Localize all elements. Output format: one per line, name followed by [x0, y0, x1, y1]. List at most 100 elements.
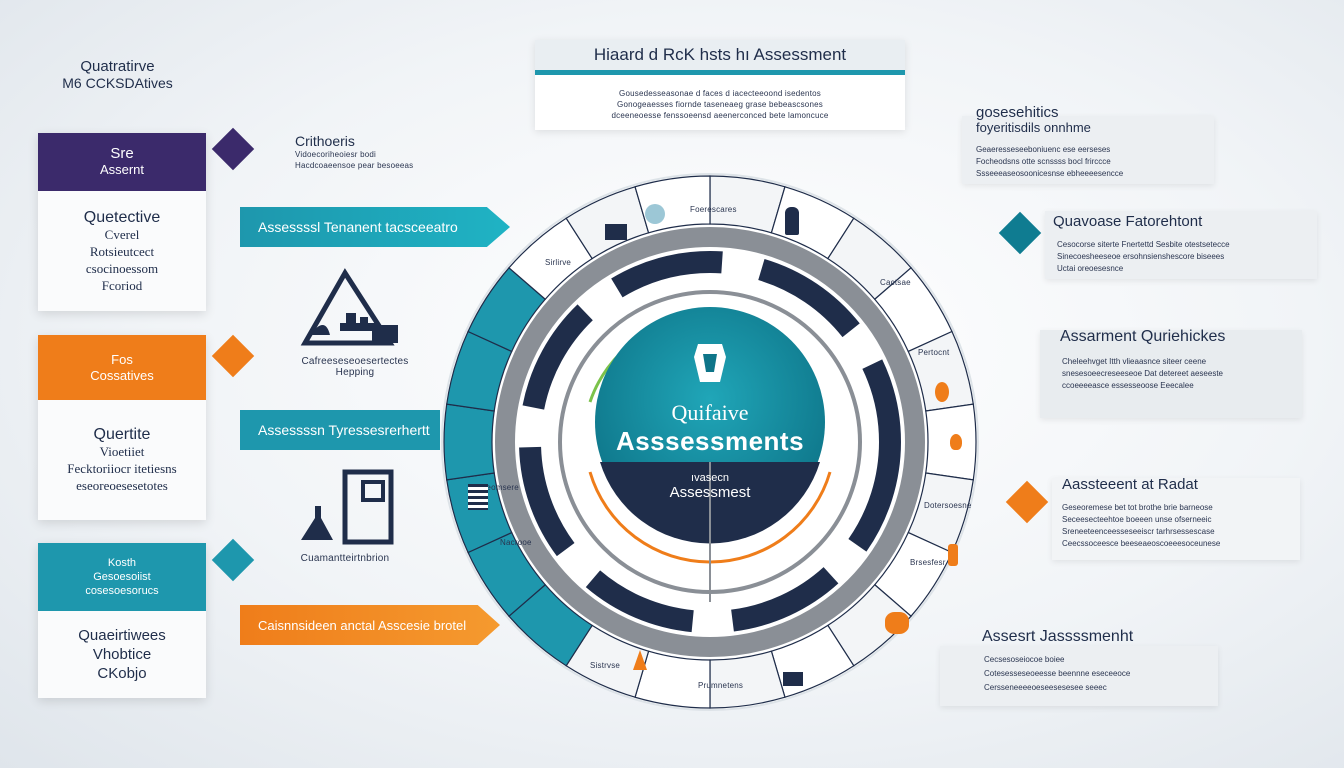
left-card-3-body-line: CKobjo: [97, 665, 147, 682]
arrow-button-label: Assessssn Tyressesrerhertt: [258, 422, 430, 438]
teal-diamond-icon: [998, 211, 1042, 255]
top-banner-title-bar: Hiaard d RcK hsts hı Assessment: [535, 40, 905, 75]
left-card-3[interactable]: Kosth Gesoesoiist cosesoesorucs Quaeirti…: [38, 543, 206, 698]
right-panel-1-line: Focheodsns otte scnssss bocl frirccce: [976, 157, 1111, 166]
wheel-center-title: Quifaive Asssessments: [590, 400, 830, 457]
segment-label: Brsesfesr: [910, 558, 946, 567]
top-banner-line: Gonogeaesses fiornde taseneaeg grase beb…: [617, 100, 823, 109]
box-icon: [783, 672, 803, 686]
top-left-heading: Quatratirve M6 CCKSDAtives: [45, 58, 190, 91]
arrow-button-tenanent[interactable]: Assessssl Tenanent tacsceeatro: [240, 207, 510, 247]
left-card-2-body-line: Vioetiiet: [99, 444, 145, 459]
right-panel-4-line: Seceesecteehtoe boeeen unse ofserneeic: [1062, 515, 1212, 524]
top-banner-line: dceeneoesse fenssoeensd aeenerconced bet…: [611, 111, 829, 120]
left-card-1-body-line: Quetective: [83, 208, 161, 226]
left-card-2-head1: Fos: [111, 351, 133, 367]
arrow-button-label: Caisnnsideen anctal Asscesie brotel: [258, 617, 467, 633]
right-panel-3-line: ccoeeeeasce essesseoose Eeecalee: [1062, 381, 1194, 390]
left-card-3-header: Kosth Gesoesoiist cosesoesorucs: [38, 543, 206, 611]
flask-document-icon: [301, 469, 394, 545]
right-panel-2-title: Quavoase Fatorehtont: [1053, 213, 1203, 230]
arrow-button-tyressesrerhertt[interactable]: Assessssn Tyressesrerhertt: [240, 410, 440, 450]
left-card-3-body-line: Vhobtice: [92, 646, 152, 663]
left-card-1-head2: Assernt: [99, 162, 145, 177]
left-card-3-head2: Gesoesoiist: [93, 571, 151, 583]
wheel-center-sub2: Assessmest: [669, 484, 751, 501]
top-banner: Hiaard d RcK hsts hı Assessment Gousedes…: [535, 40, 905, 130]
wheel-outer-segment: [443, 403, 495, 481]
top-left-line2: M6 CCKSDAtives: [62, 75, 173, 91]
wheel-graphic: [441, 173, 979, 711]
left-card-1-body-line: csocinoessom: [85, 260, 159, 276]
globe-icon: [645, 204, 665, 224]
left-card-1-head1: Sre: [110, 145, 134, 162]
barrel-icon: [885, 612, 909, 634]
hazard-label1: Cafreeseseoesertectes: [301, 356, 409, 367]
right-panel-4[interactable]: Aassteeent at Radat Geseoremese bet tot …: [1052, 476, 1300, 560]
fire-icon: [950, 434, 962, 450]
left-card-2-body-line: Fecktoriiocr itetiesns: [67, 461, 177, 476]
left-card-1-body: Quetective Cverel Rotsieutcect csocinoes…: [38, 191, 206, 311]
criteria-line: Vidoecoriheoiesr bodi: [295, 150, 376, 159]
top-banner-title: Hiaard d RcK hsts hı Assessment: [593, 45, 847, 64]
top-banner-line: Gousedesseasonae d faces d iacecteeoond …: [619, 89, 821, 98]
right-panel-2-line: Cesocorse siterte Fnertettd Sesbite otes…: [1057, 240, 1230, 249]
worker-icon: [935, 382, 949, 402]
left-card-2-body-line: Quertite: [93, 426, 151, 443]
person-icon: [785, 207, 799, 235]
right-panel-1-line: Geaeresseseeboniuenc ese eerseses: [976, 145, 1111, 154]
segment-label: Sirlirve: [545, 258, 572, 267]
left-card-1[interactable]: Sre Assernt Quetective Cverel Rotsieutce…: [38, 133, 206, 311]
segment-label: Pertocnt: [918, 348, 950, 357]
criteria-line: Hacdcoaeensoe pear besoeeas: [295, 161, 414, 170]
right-panel-5-line: Cecsesoseiocoe boiee: [984, 655, 1065, 664]
teal-diamond-icon: [211, 538, 255, 582]
left-card-2-head2: Cossatives: [90, 367, 154, 383]
right-panel-5[interactable]: Cecsesoseiocoe boiee Cotesesseseoeesse b…: [940, 646, 1218, 706]
right-panel-5-line: Cotesesseseoeesse beennne eseceeoce: [984, 669, 1131, 678]
left-card-2-body: Quertite Vioetiiet Fecktoriiocr itetiesn…: [38, 400, 206, 520]
left-card-3-head1: Kosth: [107, 557, 137, 569]
right-panel-3-line: snesesoeecreseeseoe Dat detereet aeseest…: [1062, 369, 1223, 378]
chart-icon: [468, 484, 488, 510]
arrow-button-asscesie[interactable]: Caisnnsideen anctal Asscesie brotel: [240, 605, 500, 645]
right-panel-4-line: Ceecssoceesce beeseaeoscoeeesoceunese: [1062, 539, 1221, 548]
right-panel-4-line: Geseoremese bet tot brothe brie barneose: [1062, 503, 1213, 512]
right-panel-1-line: Ssseeeaseosoonicesnse ebheeeesencce: [976, 169, 1124, 178]
right-panel-1[interactable]: gosesehitics foyeritisdils onnhme Geaere…: [962, 104, 1214, 184]
warning-triangle-icon: [300, 268, 398, 346]
purple-diamond-icon: [211, 127, 255, 171]
left-card-3-body-line: Quaeirtiwees: [78, 627, 166, 644]
left-card-3-body: Quaeirtiwees Vhobtice CKobjo: [38, 611, 206, 698]
top-left-line1: Quatratirve: [80, 58, 155, 75]
monitor-icon: [605, 224, 627, 240]
right-panel-5-title: Assesrt Jassssmenht: [982, 628, 1134, 645]
hazard-illustration: Cafreeseseoesertectes Hepping: [290, 265, 420, 390]
right-panel-3-title: Assarment Quriehickes: [1060, 328, 1226, 345]
right-panel-1-title1: gosesehitics: [976, 104, 1059, 121]
left-card-2-header: Fos Cossatives: [38, 335, 206, 400]
segment-label: Dotersoesne: [924, 501, 972, 510]
left-card-1-body-line: Rotsieutcect: [89, 243, 155, 259]
wheel-center-title2: Asssessments: [615, 426, 805, 456]
left-card-1-body-line: Fcoriod: [101, 277, 143, 293]
segment-label: Sistrvse: [590, 661, 621, 670]
left-card-2[interactable]: Fos Cossatives Quertite Vioetiiet Feckto…: [38, 335, 206, 520]
right-panel-2[interactable]: Quavoase Fatorehtont Cesocorse siterte F…: [1045, 211, 1317, 279]
hazard-label2: Hepping: [335, 367, 375, 378]
quant-label: Cuamantteirtnbrion: [300, 553, 390, 564]
left-card-3-head3: cosesoesorucs: [85, 585, 159, 597]
criteria-block: Crithoeris Vidoecoriheoiesr bodi Hacdcoa…: [295, 133, 445, 171]
right-panel-1-title2: foyeritisdils onnhme: [976, 120, 1091, 135]
wheel-center-title1: Quifaive: [671, 400, 749, 425]
right-panel-5-line: Cersseneeeeoeseesesesee seeec: [984, 683, 1107, 692]
criteria-title: Crithoeris: [295, 133, 355, 149]
wheel-center-subtitle: ıvasecn Assessmest: [610, 472, 810, 501]
right-panel-3-line: Cheleehvget Itth vlieaasnce siteer ceene: [1062, 357, 1207, 366]
left-card-2-body-line: eseoreoesesetotes: [76, 478, 168, 493]
right-panel-2-line: Sinecoesheeseoe ersohnsienshescore bisee…: [1057, 252, 1225, 261]
left-card-1-header: Sre Assernt: [38, 133, 206, 191]
orange-diamond-icon: [1005, 480, 1049, 524]
right-panel-3[interactable]: Assarment Quriehickes Cheleehvget Itth v…: [1040, 328, 1302, 418]
wheel-center-sub1: ıvasecn: [691, 472, 729, 484]
